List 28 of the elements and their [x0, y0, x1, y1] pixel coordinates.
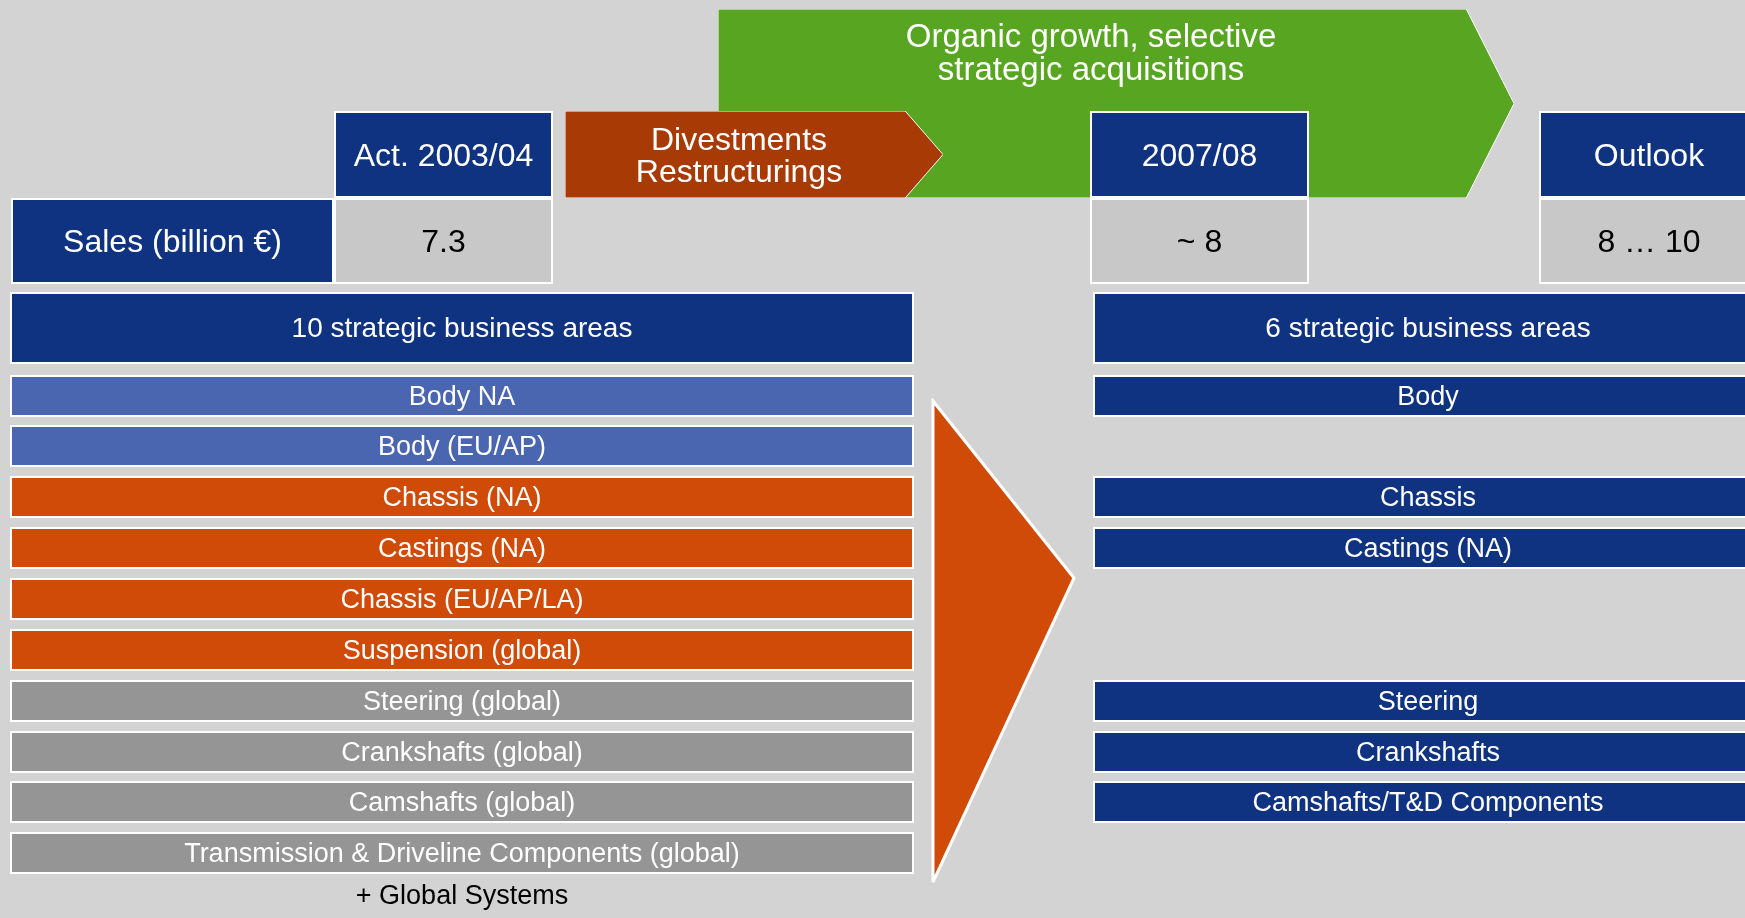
business-area-bar: Steering (global): [10, 680, 914, 722]
business-area-bar: Body (EU/AP): [10, 425, 914, 467]
business-area-bar: Suspension (global): [10, 629, 914, 671]
business-area-bar: Crankshafts: [1093, 731, 1745, 773]
value-cell: 7.3: [334, 198, 553, 284]
business-area-bar: Body NA: [10, 375, 914, 417]
business-area-bar: Steering: [1093, 680, 1745, 722]
business-area-bar: Camshafts/T&D Components: [1093, 781, 1745, 823]
column-header: Outlook: [1539, 111, 1745, 198]
value-cell: ~ 8: [1090, 198, 1309, 284]
row-header: Sales (billion €): [11, 198, 334, 284]
phase-arrow: [565, 111, 943, 198]
business-area-bar: Transmission & Driveline Components (global): [10, 832, 914, 874]
column-header: Act. 2003/04: [334, 111, 553, 198]
note-text: + Global Systems: [354, 880, 570, 911]
section-header: 6 strategic business areas: [1093, 292, 1745, 364]
business-area-bar: Castings (NA): [10, 527, 914, 569]
business-area-bar: Camshafts (global): [10, 781, 914, 823]
business-area-bar: Chassis: [1093, 476, 1745, 518]
business-area-bar: Crankshafts (global): [10, 731, 914, 773]
arrow-label: Organic growth, selective strategic acquisitions: [904, 19, 1278, 85]
business-area-bar: Castings (NA): [1093, 527, 1745, 569]
value-cell: 8 … 10: [1539, 198, 1745, 284]
arrow-label: Divestments Restructurings: [634, 122, 844, 187]
business-area-bar: Chassis (NA): [10, 476, 914, 518]
business-area-bar: Body: [1093, 375, 1745, 417]
section-header: 10 strategic business areas: [10, 292, 914, 364]
business-area-bar: Chassis (EU/AP/LA): [10, 578, 914, 620]
